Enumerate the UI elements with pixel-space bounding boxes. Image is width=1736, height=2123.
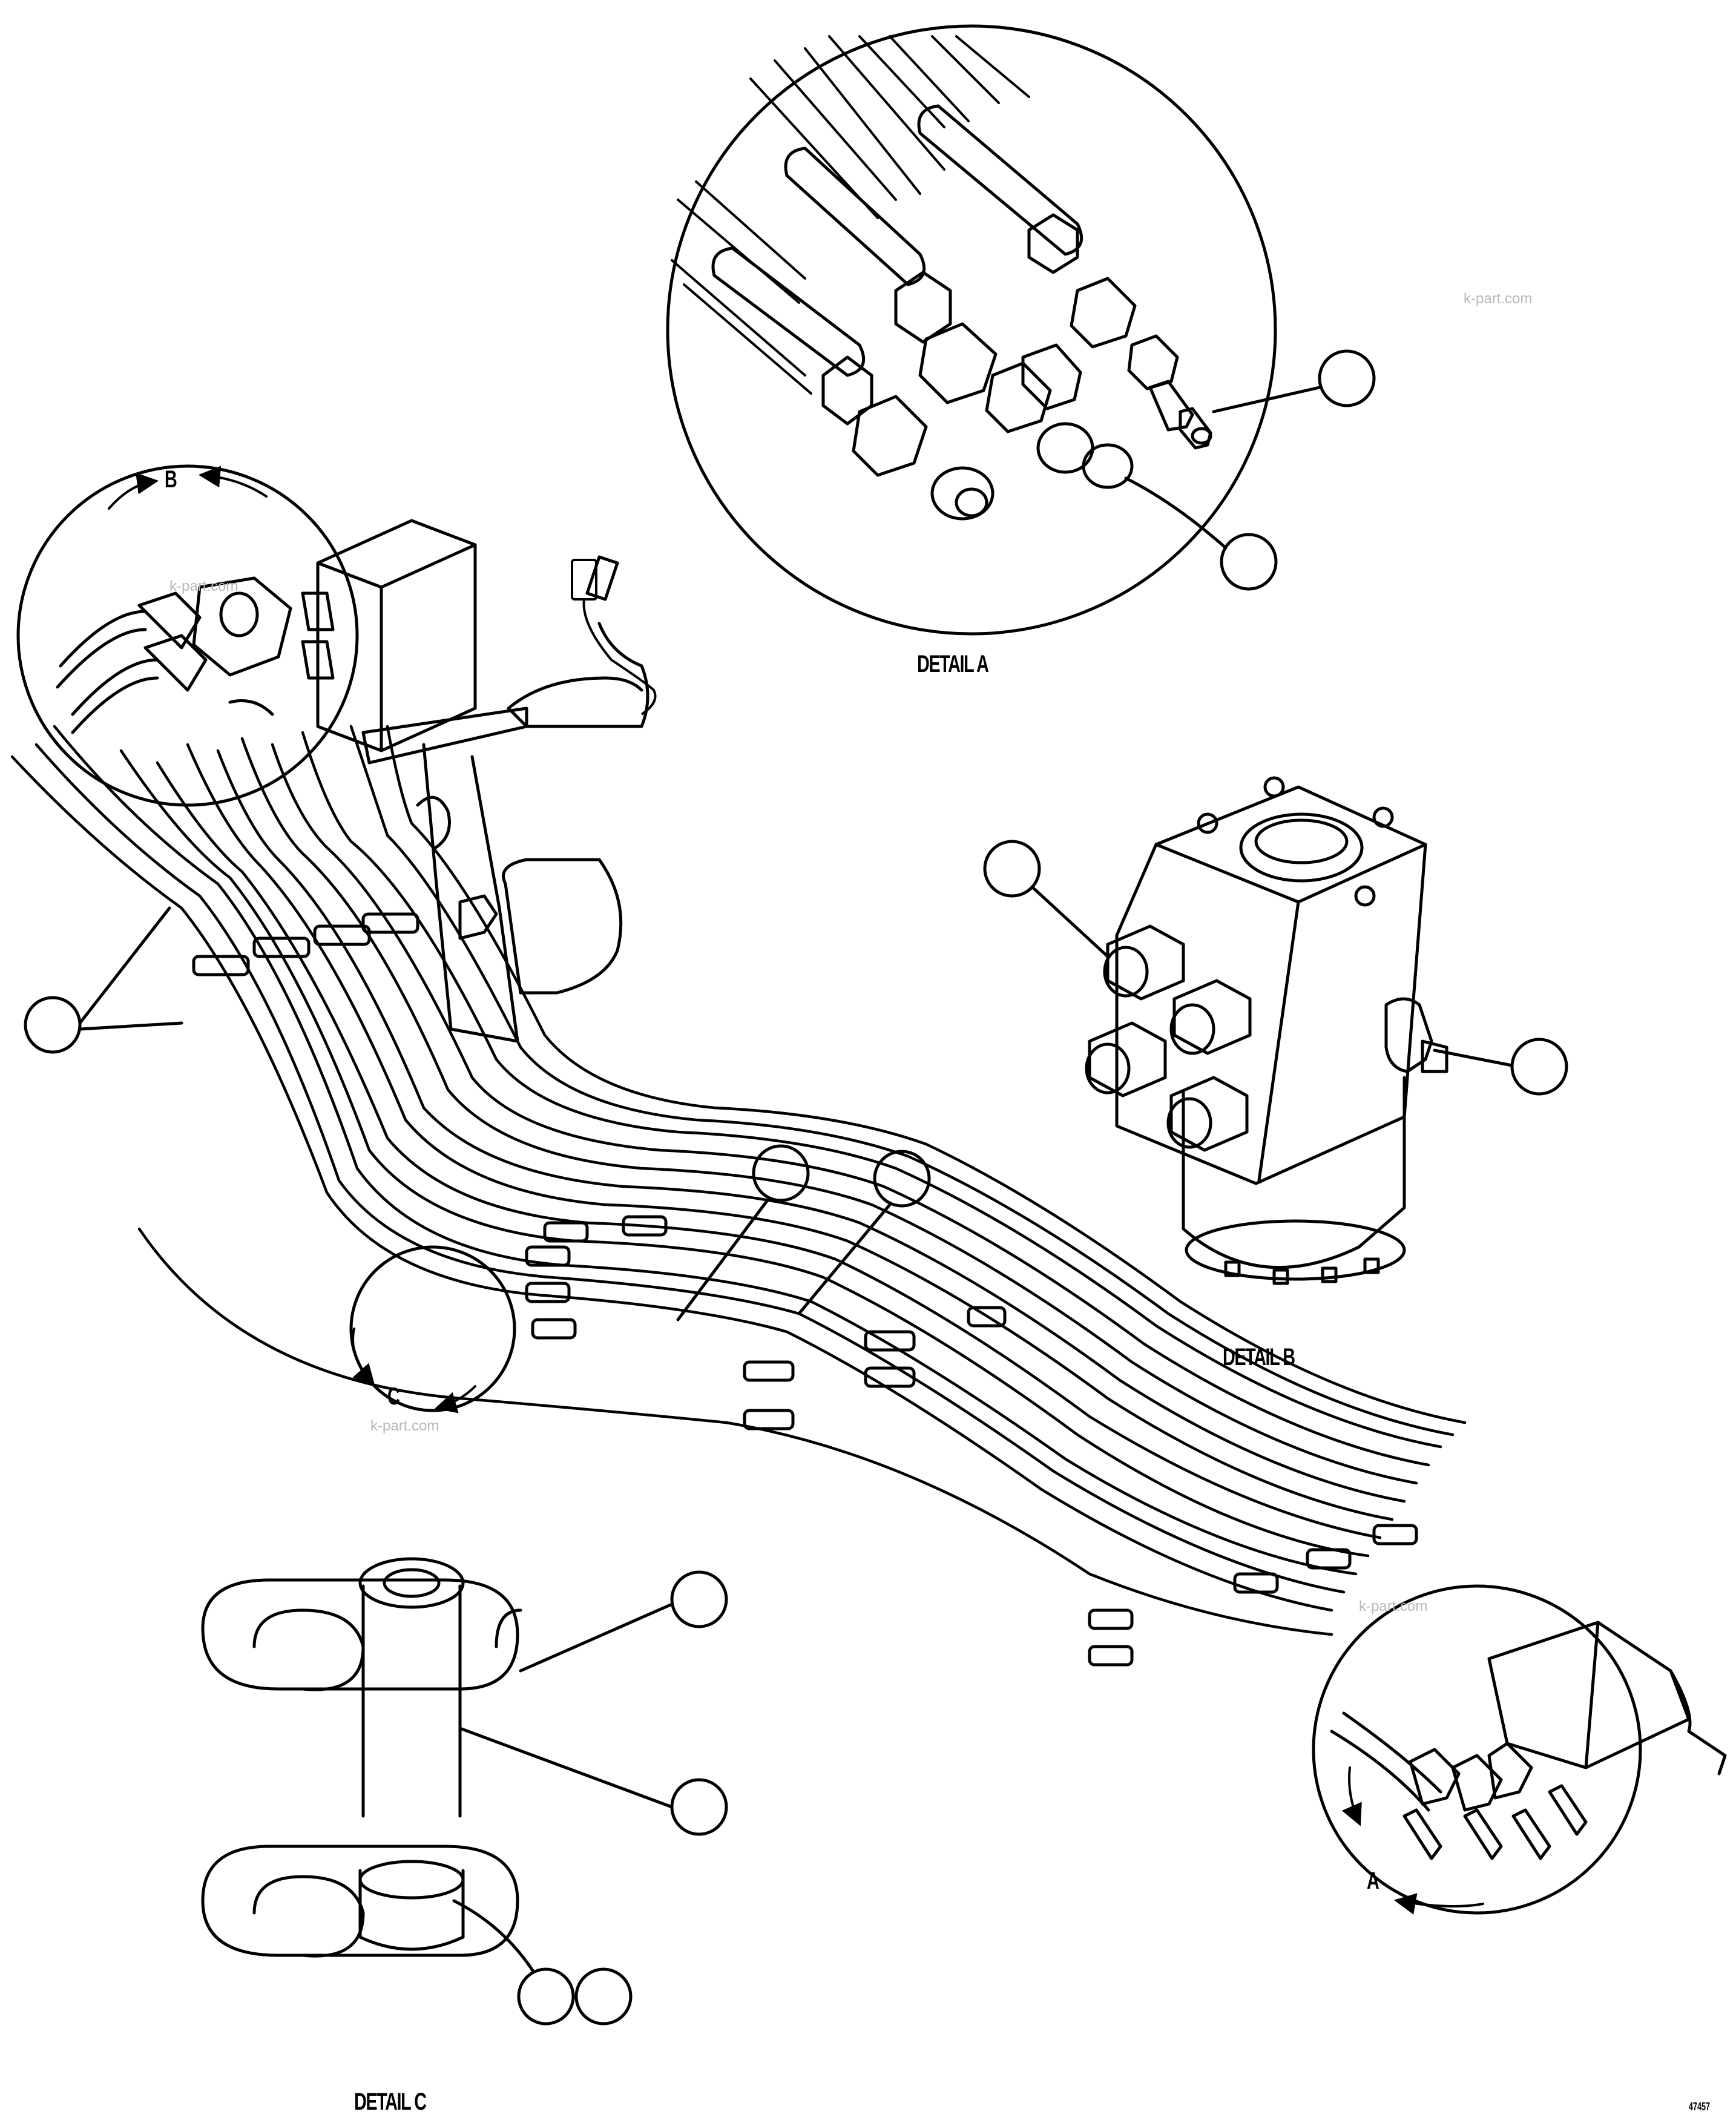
watermark-2: k-part.com bbox=[370, 1418, 439, 1434]
detail-c-callout-1 bbox=[670, 1570, 728, 1628]
detail-c-view bbox=[201, 1557, 728, 2026]
valve-block bbox=[1115, 785, 1427, 1185]
view-letter-b: B bbox=[165, 466, 177, 493]
view-arrows bbox=[108, 466, 1484, 1915]
detail-a-callout-2 bbox=[1220, 533, 1278, 591]
detail-a-inset-circle bbox=[1312, 1584, 1642, 1915]
detail-b-callout-1 bbox=[983, 840, 1041, 898]
hose-clamps bbox=[192, 912, 1418, 1667]
valve-bolts bbox=[1224, 1257, 1380, 1285]
detail-a-callout-1 bbox=[1318, 349, 1376, 407]
detail-b-label: DETAIL B bbox=[1223, 1344, 1295, 1371]
watermark-3: k-part.com bbox=[1359, 1598, 1428, 1614]
detail-a-view bbox=[666, 24, 1376, 636]
detail-a-hoses bbox=[671, 35, 1030, 395]
hose-bundle bbox=[10, 725, 1467, 1636]
detail-c-label: DETAIL C bbox=[354, 2088, 427, 2115]
detail-b-circle bbox=[16, 464, 359, 807]
detail-c-callout-3 bbox=[517, 1967, 575, 2026]
detail-c-circle bbox=[349, 1245, 516, 1412]
watermark-1: k-part.com bbox=[1464, 291, 1533, 307]
detail-a-inset bbox=[1312, 1584, 1727, 1915]
drawing-code: 47457 bbox=[1689, 2101, 1711, 2113]
view-letter-a: A bbox=[1367, 1868, 1379, 1894]
valve-body-bottom bbox=[1182, 1076, 1406, 1269]
main-callouts bbox=[24, 906, 931, 1322]
view-letter-c: C bbox=[387, 1383, 400, 1410]
detail-a-circle bbox=[666, 24, 1277, 636]
connector-wire bbox=[571, 559, 657, 716]
steering-column bbox=[316, 519, 649, 1043]
detail-a-sleeves bbox=[711, 104, 1083, 377]
detail-b-view bbox=[983, 776, 1568, 1285]
callout-hose-a bbox=[24, 996, 82, 1054]
detail-c-inset bbox=[349, 1245, 516, 1412]
detail-b-callout-2 bbox=[1510, 1038, 1568, 1096]
detail-a-label: DETAIL A bbox=[917, 651, 989, 677]
detail-a-fittings bbox=[821, 213, 1212, 521]
watermark-4: k-part.com bbox=[169, 578, 238, 594]
callout-hose-b bbox=[752, 1144, 810, 1202]
detail-c-callout-4 bbox=[574, 1967, 633, 2026]
detail-b-inset bbox=[16, 464, 359, 807]
callout-hose-c bbox=[873, 1150, 931, 1208]
detail-c-callout-2 bbox=[670, 1778, 728, 1836]
valve-ports bbox=[1085, 924, 1448, 1152]
